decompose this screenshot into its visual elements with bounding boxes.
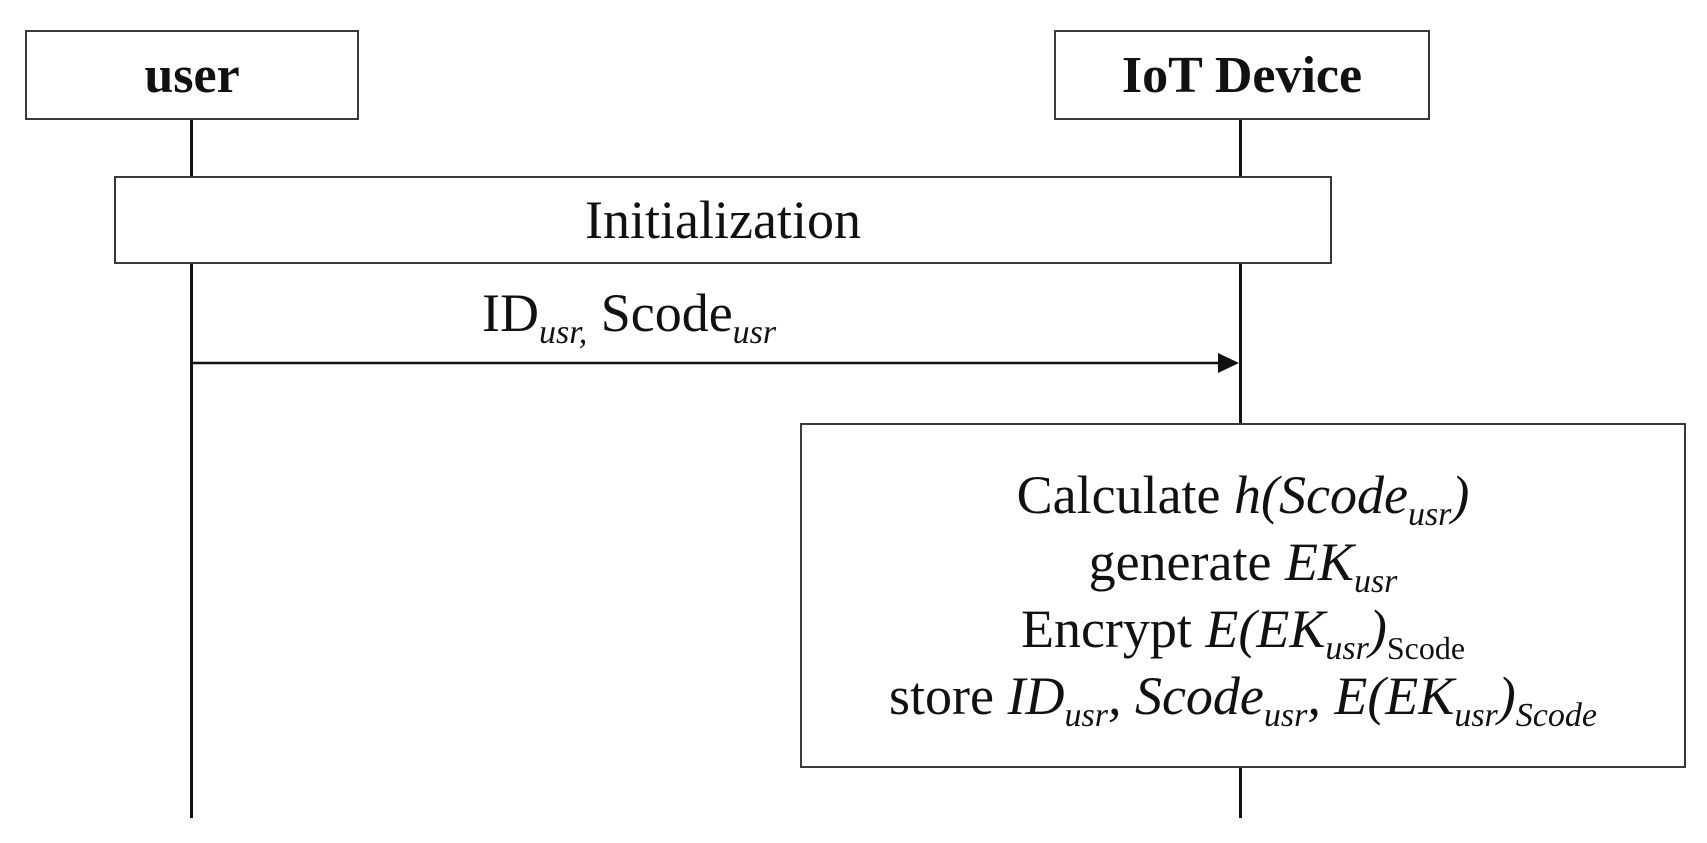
process-line-generate: generate EKusr: [1088, 529, 1398, 599]
process-line-store: store IDusr, Scodeusr, E(EKusr)Scode: [889, 663, 1597, 733]
process-generate-expr-base: EK: [1284, 531, 1354, 592]
process-generate-verb: generate: [1088, 531, 1272, 592]
message-arrowhead: [1218, 353, 1239, 373]
process-store-id-base: ID: [1007, 665, 1065, 726]
process-encrypt-verb: Encrypt: [1020, 598, 1192, 659]
phase-initialization-box: Initialization: [114, 176, 1332, 264]
device-process-box: Calculate h(Scodeusr) generate EKusr Enc…: [800, 423, 1686, 768]
phase-label: Initialization: [585, 190, 861, 250]
process-store-expr-prefix: E(EK: [1334, 665, 1455, 726]
process-calculate-verb: Calculate: [1016, 464, 1221, 525]
message-scode-base: Scode: [600, 283, 733, 343]
participant-iot-device-label: IoT Device: [1121, 46, 1363, 104]
process-encrypt-key-sub: Scode: [1386, 629, 1466, 666]
process-store-key-sub: Scode: [1515, 696, 1597, 734]
participant-user-label: user: [144, 46, 240, 104]
process-encrypt-expr-prefix: E(EK: [1205, 598, 1326, 659]
process-line-calculate: Calculate h(Scodeusr): [1016, 462, 1470, 532]
process-store-scode-sub: usr: [1263, 696, 1308, 734]
participant-user: user: [25, 30, 359, 120]
message-id-sub: usr: [538, 314, 579, 351]
process-store-verb: store: [889, 665, 994, 726]
message-scode-sub: usr: [732, 314, 777, 351]
process-line-encrypt: Encrypt E(EKusr)Scode: [1020, 596, 1466, 666]
process-generate-expr-sub: usr: [1353, 562, 1398, 600]
process-store-expr-sub: usr: [1454, 696, 1498, 734]
process-calculate-expr-sub: usr: [1407, 495, 1452, 533]
process-encrypt-expr-suffix: ): [1368, 598, 1387, 659]
message-label: IDusr, Scodeusr: [482, 282, 776, 350]
process-encrypt-expr-sub: usr: [1325, 629, 1369, 667]
message-id-base: ID: [482, 283, 539, 343]
process-calculate-expr-suffix: ): [1451, 464, 1470, 525]
message-separator: ,: [578, 314, 588, 351]
process-store-scode-base: Scode: [1134, 665, 1264, 726]
process-store-sep1: ,: [1107, 665, 1122, 726]
process-store-id-sub: usr: [1064, 696, 1108, 734]
process-store-expr-suffix: ): [1497, 665, 1516, 726]
user-lifeline: [190, 118, 193, 818]
process-store-sep2: ,: [1307, 665, 1321, 726]
participant-iot-device: IoT Device: [1054, 30, 1430, 120]
process-calculate-expr-prefix: h(Scode: [1234, 464, 1408, 525]
